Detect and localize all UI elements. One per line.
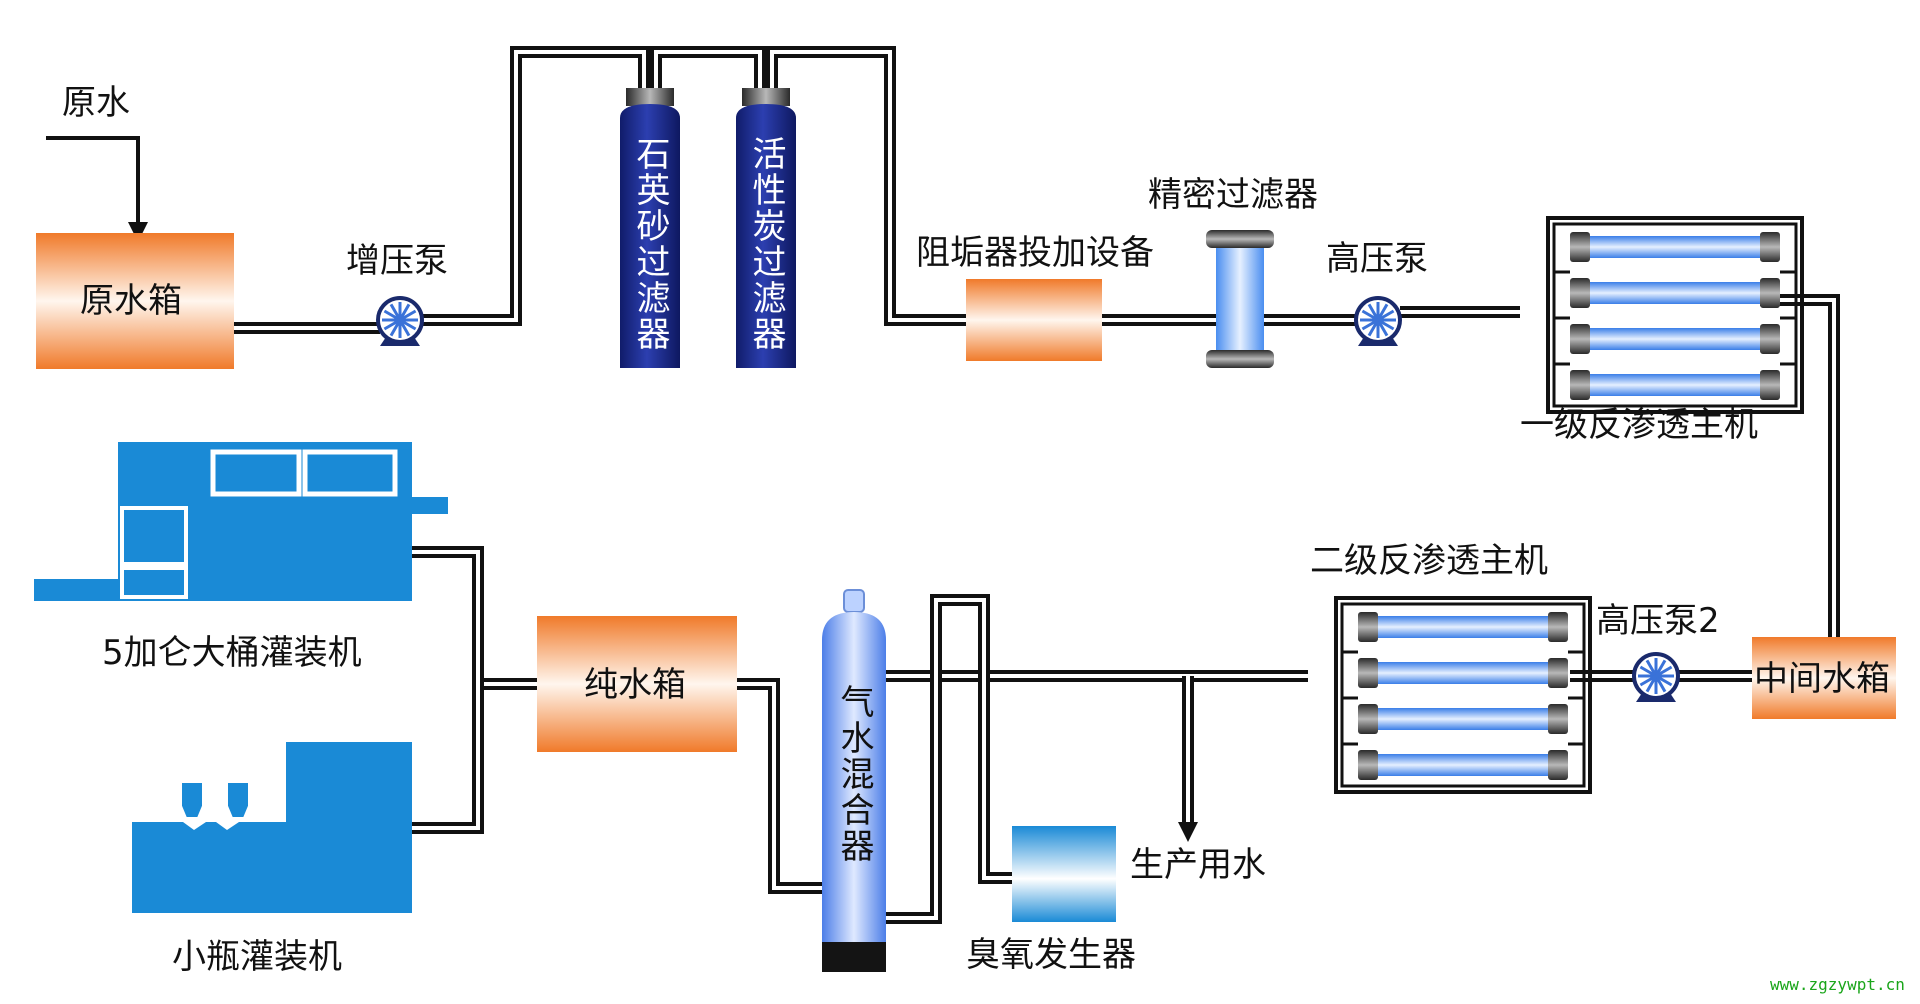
barrel-filler-pipe (412, 546, 484, 834)
booster-pump-label: 增压泵 (346, 241, 448, 281)
quartz-to-carbon-pipe (650, 46, 766, 88)
inlet-arrow (46, 136, 148, 242)
pure-water-tank (537, 616, 737, 752)
ro-membrane-tube (1570, 370, 1780, 400)
primary-ro-unit (1546, 216, 1804, 414)
high-pressure-pump-label: 高压泵 (1326, 239, 1428, 279)
pipe-network (234, 46, 1840, 924)
pure-tank-to-mixer-pipe (737, 678, 822, 894)
barrel-filler-label: 5加仑大桶灌装机 (102, 633, 362, 673)
secondary-ro-unit (1334, 596, 1592, 794)
precision-filter-label: 精密过滤器 (1148, 175, 1318, 215)
ro1-to-intermediate-pipe (1760, 294, 1840, 637)
activated-carbon-filter (736, 88, 796, 368)
production-water-label: 生产用水 (1130, 845, 1266, 885)
ro-membrane-tube (1358, 612, 1568, 642)
quartz-sand-filter-label: 石英砂过滤器 (630, 136, 670, 352)
booster-pump (376, 296, 424, 346)
raw-water-tank-label: 原水箱 (80, 281, 182, 321)
ro-membrane-tube (1358, 658, 1568, 688)
ozone-generator (1012, 826, 1116, 922)
raw-water-label: 原水 (62, 83, 130, 123)
activated-carbon-filter-label: 活性炭过滤器 (746, 136, 786, 352)
primary-ro-label: 一级反渗透主机 (1520, 405, 1758, 445)
antiscalant-dosing-unit (966, 279, 1102, 361)
ozone-generator-label: 臭氧发生器 (966, 935, 1136, 975)
high-pressure-pump-2-label: 高压泵2 (1596, 601, 1720, 641)
booster-to-quartz-pipe (422, 46, 650, 326)
bottle-filling-machine (132, 742, 412, 913)
precision-filter (1206, 230, 1274, 368)
intermediate-tank-label: 中间水箱 (1754, 659, 1890, 699)
ro-membrane-tube (1570, 232, 1780, 262)
mixer-to-ozone-pipe (886, 594, 1012, 924)
high-pressure-pump-2 (1632, 652, 1680, 702)
intermediate-water-tank (1752, 637, 1896, 719)
gas-water-mixer (822, 589, 886, 972)
bottle-filler-label: 小瓶灌装机 (172, 937, 342, 977)
ro-membrane-tube (1358, 704, 1568, 734)
carbon-to-dosing-pipe (766, 46, 966, 326)
ro-membrane-tube (1570, 278, 1780, 308)
production-arrow-head (1178, 822, 1198, 842)
antiscalant-dosing-label: 阻垢器投加设备 (916, 233, 1154, 273)
secondary-ro-label: 二级反渗透主机 (1310, 541, 1548, 581)
raw-water-tank (36, 233, 234, 369)
ro-membrane-tube (1358, 750, 1568, 780)
watermark: www.zgzywpt.cn (1770, 975, 1905, 994)
quartz-sand-filter (620, 88, 680, 368)
ro-membrane-tube (1570, 324, 1780, 354)
pure-water-tank-label: 纯水箱 (584, 665, 686, 705)
barrel-filling-machine (34, 442, 448, 601)
gas-water-mixer-label: 气水混合器 (834, 684, 874, 864)
high-pressure-pump (1354, 296, 1402, 346)
